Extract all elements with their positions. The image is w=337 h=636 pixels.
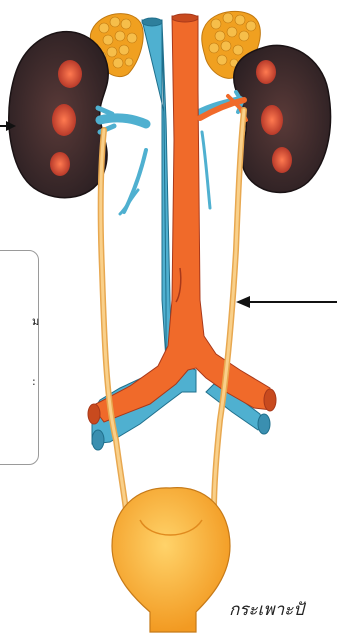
- left-kidney: [9, 32, 108, 198]
- urinary-bladder: [112, 488, 230, 632]
- left-ureter: [101, 130, 126, 510]
- right-ureter: [214, 110, 244, 510]
- label-box: [0, 250, 39, 465]
- label-box-text-fragment: :: [32, 376, 36, 387]
- right-kidney: [234, 45, 331, 192]
- pointer-arrow-to-right-ureter: [236, 296, 337, 308]
- label-box-text-fragment: ม: [32, 316, 39, 327]
- bladder-caption: กระเพาะปั: [229, 596, 304, 623]
